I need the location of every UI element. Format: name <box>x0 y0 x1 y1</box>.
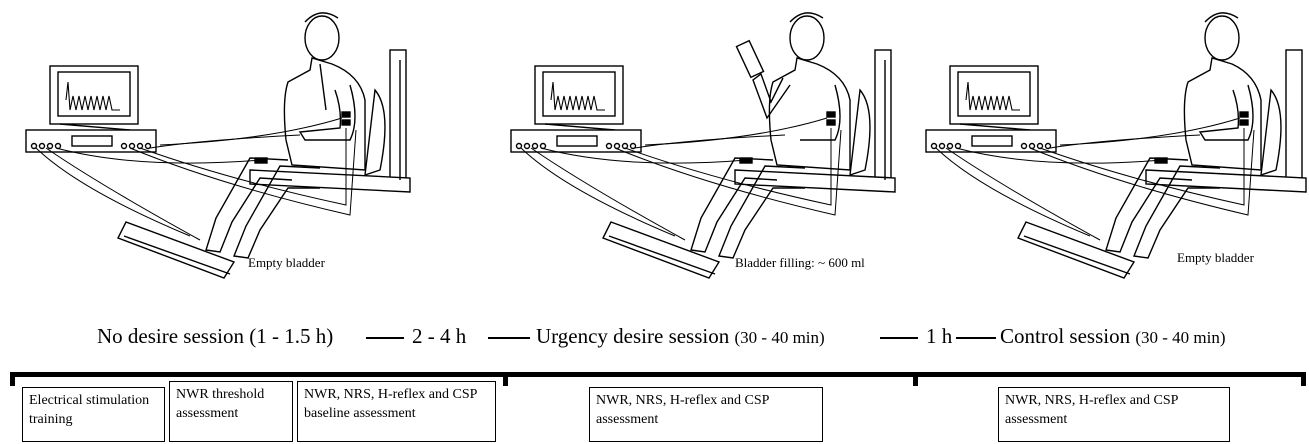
seated-subject-illustration <box>925 12 1307 279</box>
box-electrical-stimulation-training: Electrical stimulation training <box>22 387 165 442</box>
timeline-connector <box>880 337 918 339</box>
timeline-tick <box>913 372 918 386</box>
session-control-label: Control session (30 - 40 min) <box>1000 324 1226 349</box>
timeline-bar <box>10 372 1306 377</box>
scene-caption: Bladder filling: ~ 600 ml <box>735 255 865 270</box>
session-no-desire-title: No desire session <box>97 324 244 348</box>
timeline-tick <box>503 372 508 386</box>
session-urgency-title: Urgency desire session <box>536 324 730 348</box>
scene-urgency-desire: Bladder filling: ~ 600 ml <box>505 0 935 290</box>
box-baseline-assessment: NWR, NRS, H-reflex and CSP baseline asse… <box>297 381 496 442</box>
seated-subject-illustration <box>25 12 411 279</box>
scene-caption: Empty bladder <box>248 255 325 270</box>
session-no-desire-label: No desire session (1 - 1.5 h) <box>97 324 333 349</box>
scene-no-desire: Empty bladder <box>20 0 450 290</box>
interval-label: 1 h <box>926 324 953 348</box>
session-urgency-label: Urgency desire session (30 - 40 min) <box>536 324 825 349</box>
session-no-desire-duration: (1 - 1.5 h) <box>249 324 334 348</box>
timeline-connector <box>366 337 404 339</box>
timeline-connector <box>956 337 996 339</box>
timeline-connector <box>488 337 530 339</box>
box-control-assessment: NWR, NRS, H-reflex and CSP assessment <box>998 387 1230 442</box>
scene-caption: Empty bladder <box>1177 250 1254 265</box>
session-timeline: No desire session (1 - 1.5 h) 2 - 4 h Ur… <box>0 320 1309 354</box>
timeline-tick <box>1301 372 1306 386</box>
box-urgency-assessment: NWR, NRS, H-reflex and CSP assessment <box>589 387 823 442</box>
session-control-title: Control session <box>1000 324 1131 348</box>
session-urgency-duration: (30 - 40 min) <box>734 328 825 347</box>
seated-subject-drinking-illustration <box>510 12 896 279</box>
scene-control: Empty bladder <box>920 0 1309 290</box>
box-nwr-threshold-assessment: NWR threshold assessment <box>169 381 293 442</box>
session-control-duration: (30 - 40 min) <box>1135 328 1226 347</box>
timeline-tick <box>10 372 15 386</box>
interval-label: 2 - 4 h <box>412 324 467 348</box>
